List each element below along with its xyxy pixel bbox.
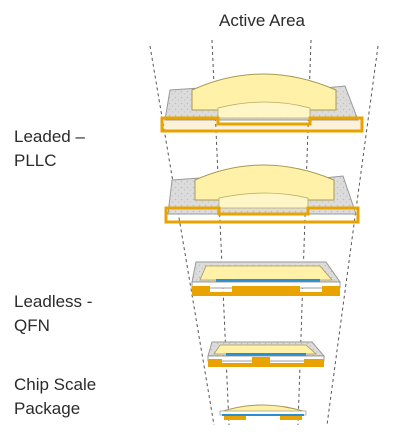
lens-layer [199,265,333,281]
lead-outline [160,116,364,133]
leaded-plcc-package-bottom [164,164,360,224]
leaded-plcc-package-top [160,73,364,133]
solder-pad-left [224,416,246,420]
leadless-qfn-package-bottom [207,341,326,367]
leaded-label-line1: Leaded – [14,127,85,146]
outer-guide-right [326,45,379,426]
qfn-leads [208,357,324,367]
die-layer [222,414,304,416]
die [216,279,320,282]
active-area-label: Active Area [219,11,305,30]
inner-guide-right [297,39,312,426]
chip-scale-label-line2: Package [14,399,81,418]
qfn-leads [192,286,340,296]
lens-dome [191,73,337,111]
die [226,353,306,356]
guide-lines [149,39,379,426]
lead-outline [164,206,360,224]
leadless-label-line2: QFN [14,316,50,335]
leadless-qfn-package-top [191,261,341,296]
die-cup [217,101,311,119]
chip-scale-label-line1: Chip Scale [14,375,97,394]
leadless-label-line1: Leadless - [14,292,93,311]
outer-guide-left [149,45,215,426]
lens-layer [213,344,318,355]
lens-dome [194,164,335,201]
inner-guide-left [211,39,230,426]
solder-pad-right [280,416,302,420]
chip-scale-package [219,404,307,420]
die-cup [218,192,309,209]
leaded-label-line2: PLLC [14,151,57,170]
